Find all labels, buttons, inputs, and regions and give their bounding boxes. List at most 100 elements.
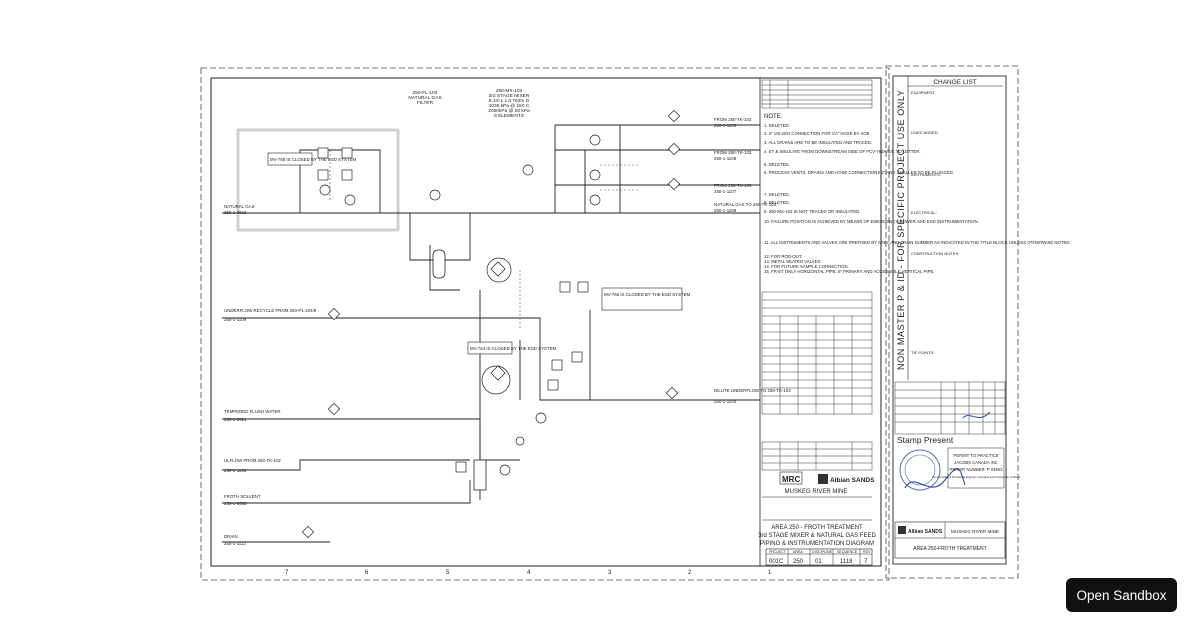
diamond-symbols [301, 109, 681, 539]
esd-highlight-box [236, 128, 400, 232]
side-title-block: Albian SANDS MUSKEG RIVER MINE AREA 250-… [894, 521, 1006, 559]
tempered-flush-line [222, 418, 520, 461]
line-label: DRAIN [224, 534, 238, 539]
mixer-label: 250-MX-103 3rd STAGE MIXER 8.1m L x 0.76… [488, 88, 530, 119]
title-line: PIPING & INSTRUMENTATION DIAGRAM [760, 541, 874, 547]
line-tag: 250-1-1109 [224, 317, 247, 322]
grid-numbers: 7 6 5 4 3 2 1 [285, 570, 772, 576]
diamond-symbol [490, 365, 506, 381]
grid-number: 7 [285, 570, 289, 576]
title-line: AREA 250 - FROTH TREATMENT [771, 525, 863, 531]
note-line: 12. FOR ROD-OUT. [764, 254, 802, 259]
permit-assoc: The Association of Professional Engineer… [932, 476, 1021, 479]
callout-text: MV-768 IS CLOSED BY THE ESD SYSTEM [270, 157, 357, 162]
callout-box [601, 287, 683, 311]
grid-number: 2 [688, 570, 692, 576]
line-label: UNDERFLOW RECYCLE FROM 250-P1-104/8 [224, 308, 317, 313]
drawing-number-values: 001C 250 01 1118 7 [769, 559, 868, 565]
field-value: 250 [793, 559, 804, 565]
side-revision-lines [895, 382, 1005, 434]
title-block: MRC Albian SANDS MUSKEG RIVER MINE AREA … [758, 471, 876, 566]
side-mine-name: MUSKEG RIVER MINE [951, 529, 999, 534]
change-list-item: INSTRUMENTS: [911, 172, 941, 177]
seal-ring [899, 449, 941, 491]
square-symbol [317, 147, 329, 159]
field-header: AREA [793, 550, 803, 554]
grid-number: 5 [446, 570, 450, 576]
line-tag: 250-1-0524 [224, 417, 247, 422]
permit-block: PERMIT TO PRACTICE JACOBS CANADA INC PER… [932, 447, 1021, 489]
line-tag: 250-1-1112 [224, 541, 246, 546]
grid-number: 1 [768, 570, 772, 576]
filter-vessel [432, 249, 446, 279]
diamond-symbol [667, 177, 681, 191]
diamond-symbol [327, 307, 341, 321]
drawing-border-inner [210, 77, 882, 567]
line-tag: 250-1-1105 [224, 468, 247, 473]
diamond-symbol [327, 402, 341, 416]
mixer-label-line: 8.1m L x 0.762m D [489, 98, 530, 104]
grid-number: 6 [365, 570, 369, 576]
diamond-symbol [301, 525, 315, 539]
side-area-title: AREA 250-FROTH TREATMENT [913, 546, 986, 552]
callout-text: MV-765 IS CLOSED BY THE ESD SYSTEM [604, 292, 691, 297]
notes: NOTE: 1. DELETED. 2. 2" VALVED CONNECTIO… [764, 114, 1071, 274]
note-line: 1. DELETED. [764, 123, 790, 128]
mixer-vessel [473, 459, 487, 491]
mine-name: MUSKEG RIVER MINE [785, 489, 848, 495]
grid-number: 3 [608, 570, 612, 576]
line-label: TEMPERED FLUSH WATER [224, 409, 281, 414]
mixer-label-line: 3rd STAGE MIXER [489, 93, 530, 99]
albian-logo-text: Albian SANDS [830, 477, 875, 484]
note-line: 8. DELETED. [764, 200, 790, 205]
drawing-number-grid [766, 549, 872, 565]
signature-scribble [962, 411, 991, 419]
diamond-symbol [490, 261, 506, 277]
field-value: 7 [864, 559, 868, 565]
line-label: NATURAL GAS TO 250-TK-103 [714, 202, 777, 207]
mixer-label-line: 8 ELEMENTS [494, 113, 524, 119]
drawing-number-headers: PROJECT AREA DISCIPLINE SEQUENCE REV [769, 550, 871, 554]
callout-box [267, 152, 313, 166]
note-line: 9. 250-MX-103 IS NOT TRACED OR INSULATED… [764, 209, 860, 214]
callouts: MV-768 IS CLOSED BY THE ESD SYSTEM MV-76… [267, 152, 691, 355]
line-tag: 250-1-0613 [224, 210, 247, 215]
change-list: CHANGE LIST EQUIPMENT: LINES ADDED: INST… [907, 76, 1003, 380]
revision-table-grid [762, 80, 872, 108]
square-symbol [341, 169, 353, 181]
instrument-bubble [319, 184, 331, 196]
solvent-line [222, 480, 471, 504]
note-line: 11. ALL INSTRUMENTS AND VALVES ARE PREFI… [764, 240, 1071, 245]
open-sandbox-button[interactable]: Open Sandbox [1066, 578, 1177, 612]
mixer-label-line: 250-MX-103 [496, 88, 523, 94]
side-revision-grid [894, 381, 1006, 435]
line-label: FROM 250-TK-103 [714, 117, 752, 122]
square-symbol [455, 461, 467, 473]
filter-label-line: 250-FL-103 [413, 90, 438, 96]
line-label: FROM 250-TK-103 [714, 183, 752, 188]
mrc-logo [779, 471, 803, 485]
drawing-number-box [765, 548, 873, 566]
reference-table [761, 291, 873, 415]
note-line: 2. 2" VALVED CONNECTION FOR 1½" HOSE BY … [764, 131, 871, 136]
instrument-bubble [589, 134, 601, 146]
instrument-bubble [515, 436, 525, 446]
side-title-frame [894, 521, 1006, 559]
change-list-item: CONSTRUCTION NOTES: [911, 251, 959, 256]
note-line: 6. PROCESS VENTS, DRAINS AND HOSE CONNEC… [764, 170, 954, 175]
title-line: 3rd STAGE MIXER & NATURAL GAS FEED [758, 533, 876, 539]
change-list-item: ELECTRICAL: [911, 210, 937, 215]
filter-label-line: NATURAL GAS [408, 95, 441, 101]
line-label: ULFLOW FROM 250-TK-102 [224, 458, 281, 463]
note-line: 4. ET & INSULATE FROM DOWNSTREAM SIDE OF… [764, 149, 921, 154]
permit-box [947, 447, 1005, 489]
permit-number: PERMIT NUMBER: P 04503 [950, 467, 1004, 472]
filter-label: 250-FL-103 NATURAL GAS FILTER [408, 90, 441, 106]
revision-table-frame [761, 79, 873, 109]
callout-text: MV-764 IS CLOSED BY THE ESD SYSTEM [470, 346, 557, 351]
stamp-present-label: Stamp Present [897, 435, 954, 445]
line-tag: 250-1-1108 [714, 208, 737, 213]
side-panel-inner [892, 75, 1007, 565]
field-header: PROJECT [769, 550, 787, 554]
